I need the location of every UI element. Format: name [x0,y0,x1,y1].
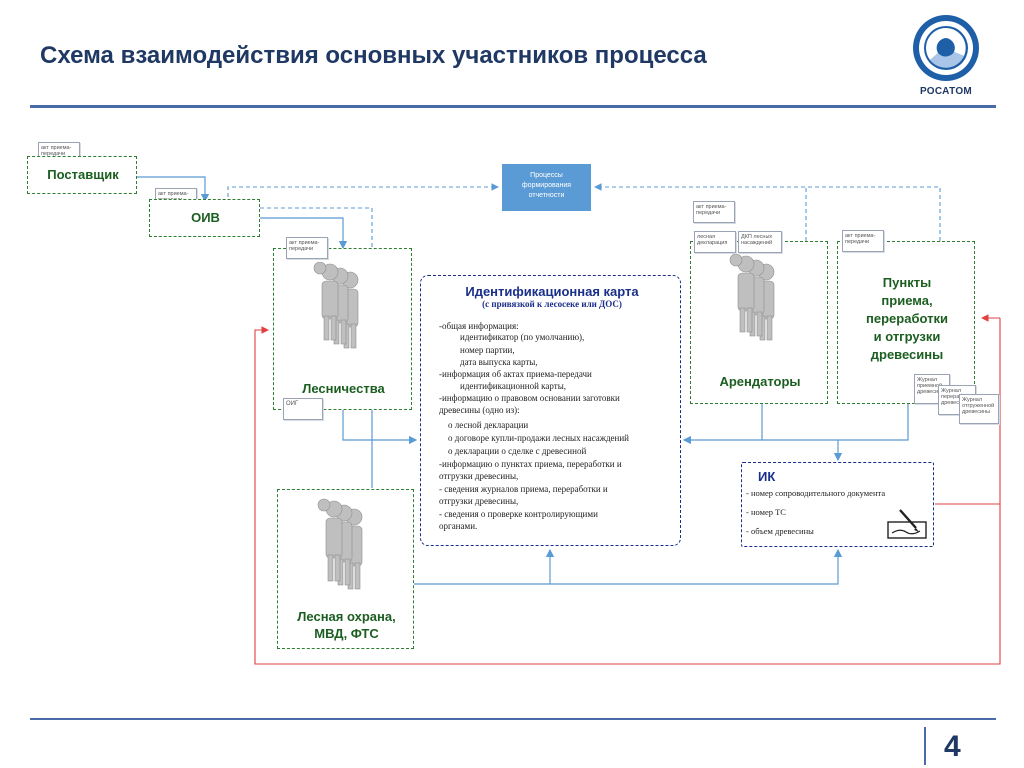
forestry-doc: акт приема-передачи [286,237,328,259]
logo-text: РОСАТОМ [919,86,973,97]
points-label-line1: Пункты [882,275,932,290]
tenants-doc-declaration: лесная декларация [694,231,736,253]
connector-forestry-card [342,410,418,445]
connector-points-card [762,404,909,441]
reports-line3: отчетности [528,192,565,199]
ik-line: - объем древесины [746,526,814,536]
forest-guard-label-line1: Лесная охрана, [297,609,396,624]
forest-guard-label-line2: МВД, ФТС [314,626,379,641]
footer-divider [30,718,996,720]
points-label-line5: древесины [870,347,944,362]
forest-guard-people-icon [317,498,363,590]
id-card-line: дата выпуска карты, [460,357,538,367]
tenants-doc-dkp: ДКП лесных насаждений [738,231,782,253]
id-card-box [420,275,681,546]
points-box: Пункты приема, переработки и отгрузки др… [837,241,975,404]
id-card-line: отгрузки древесины, [439,496,519,506]
ik-line: - номер ТС [746,507,786,517]
oiv-box: ОИВ [149,199,260,237]
id-card-title: Идентификационная карта [465,284,639,299]
forestry-label: Лесничества [302,381,385,396]
points-label-line4: и отгрузки [873,329,941,344]
tenants-people-icon [729,254,775,341]
id-card-line: отгрузки древесины, [439,471,519,481]
supplier-label: Поставщик [47,167,119,182]
id-card-line: -информацию о пунктах приема, переработк… [439,459,622,469]
tenants-doc-act: акт приема-передачи [693,201,735,223]
id-card-line: о лесной декларации [448,420,529,430]
tenants-label: Арендаторы [719,374,801,389]
reports-line1: Процессы [530,172,563,179]
forestry-people-icon [313,262,359,349]
rosatom-logo-icon [913,15,979,81]
signature-pen-icon [887,509,927,539]
connector-guard-card [414,548,843,585]
id-card-subtitle: (с привязкой к лесосеке или ДОС) [482,299,622,309]
connector-supplier-oiv [137,176,210,203]
points-label-line3: переработки [866,311,948,326]
page-number-divider [924,727,926,765]
id-card-line: идентификационной карты, [460,381,567,391]
id-card-line: -информация об актах приема-передачи [439,369,592,379]
id-card-line: о декларации о сделке с древесиной [448,446,587,456]
supplier-box: Поставщик [27,156,137,194]
id-card-line: о договоре купли-продажи лесных насажден… [448,433,629,443]
forestry-doc-out: ОИГ [283,398,323,420]
connector-tenants-card [682,404,763,445]
slide-title: Схема взаимодействия основных участников… [40,42,707,69]
id-card-line: - сведения о проверке контролирующими [439,509,598,519]
ik-line: - номер сопроводительного документа [746,488,886,498]
feedback-loop-left [254,318,1001,665]
points-doc-journal3: Журнал отгруженной древесины [959,394,999,424]
rosatom-logo: РОСАТОМ [910,12,982,102]
connector-oiv-reports [260,207,373,248]
id-card-line: древесины (одно из): [439,405,520,415]
points-label-line2: приема, [881,293,933,308]
forest-guard-label: Лесная охрана, МВД, ФТС [278,608,415,642]
id-card-line: -общая информация: [439,321,519,331]
id-card-line: идентификатор (по умолчанию), [460,332,585,342]
oiv-label: ОИВ [191,210,220,225]
connector-right-reports [593,183,941,241]
reports-box: Процессы формирования отчетности [502,164,591,211]
ik-title: ИК [758,469,776,484]
page-number: 4 [944,730,961,763]
title-divider [30,105,996,108]
reports-line2: формирования [521,182,572,189]
id-card-line: органами. [439,521,478,531]
id-card-line: номер партии, [460,345,515,355]
connector-oiv-forestry [260,217,348,250]
points-label: Пункты приема, переработки и отгрузки др… [838,274,976,364]
points-doc-act: акт приема-передачи [842,230,884,252]
connector-left-reports [227,183,500,197]
id-card-line: -информацию о правовом основании заготов… [439,393,620,403]
id-card-line: - сведения журналов приема, переработки … [439,484,608,494]
